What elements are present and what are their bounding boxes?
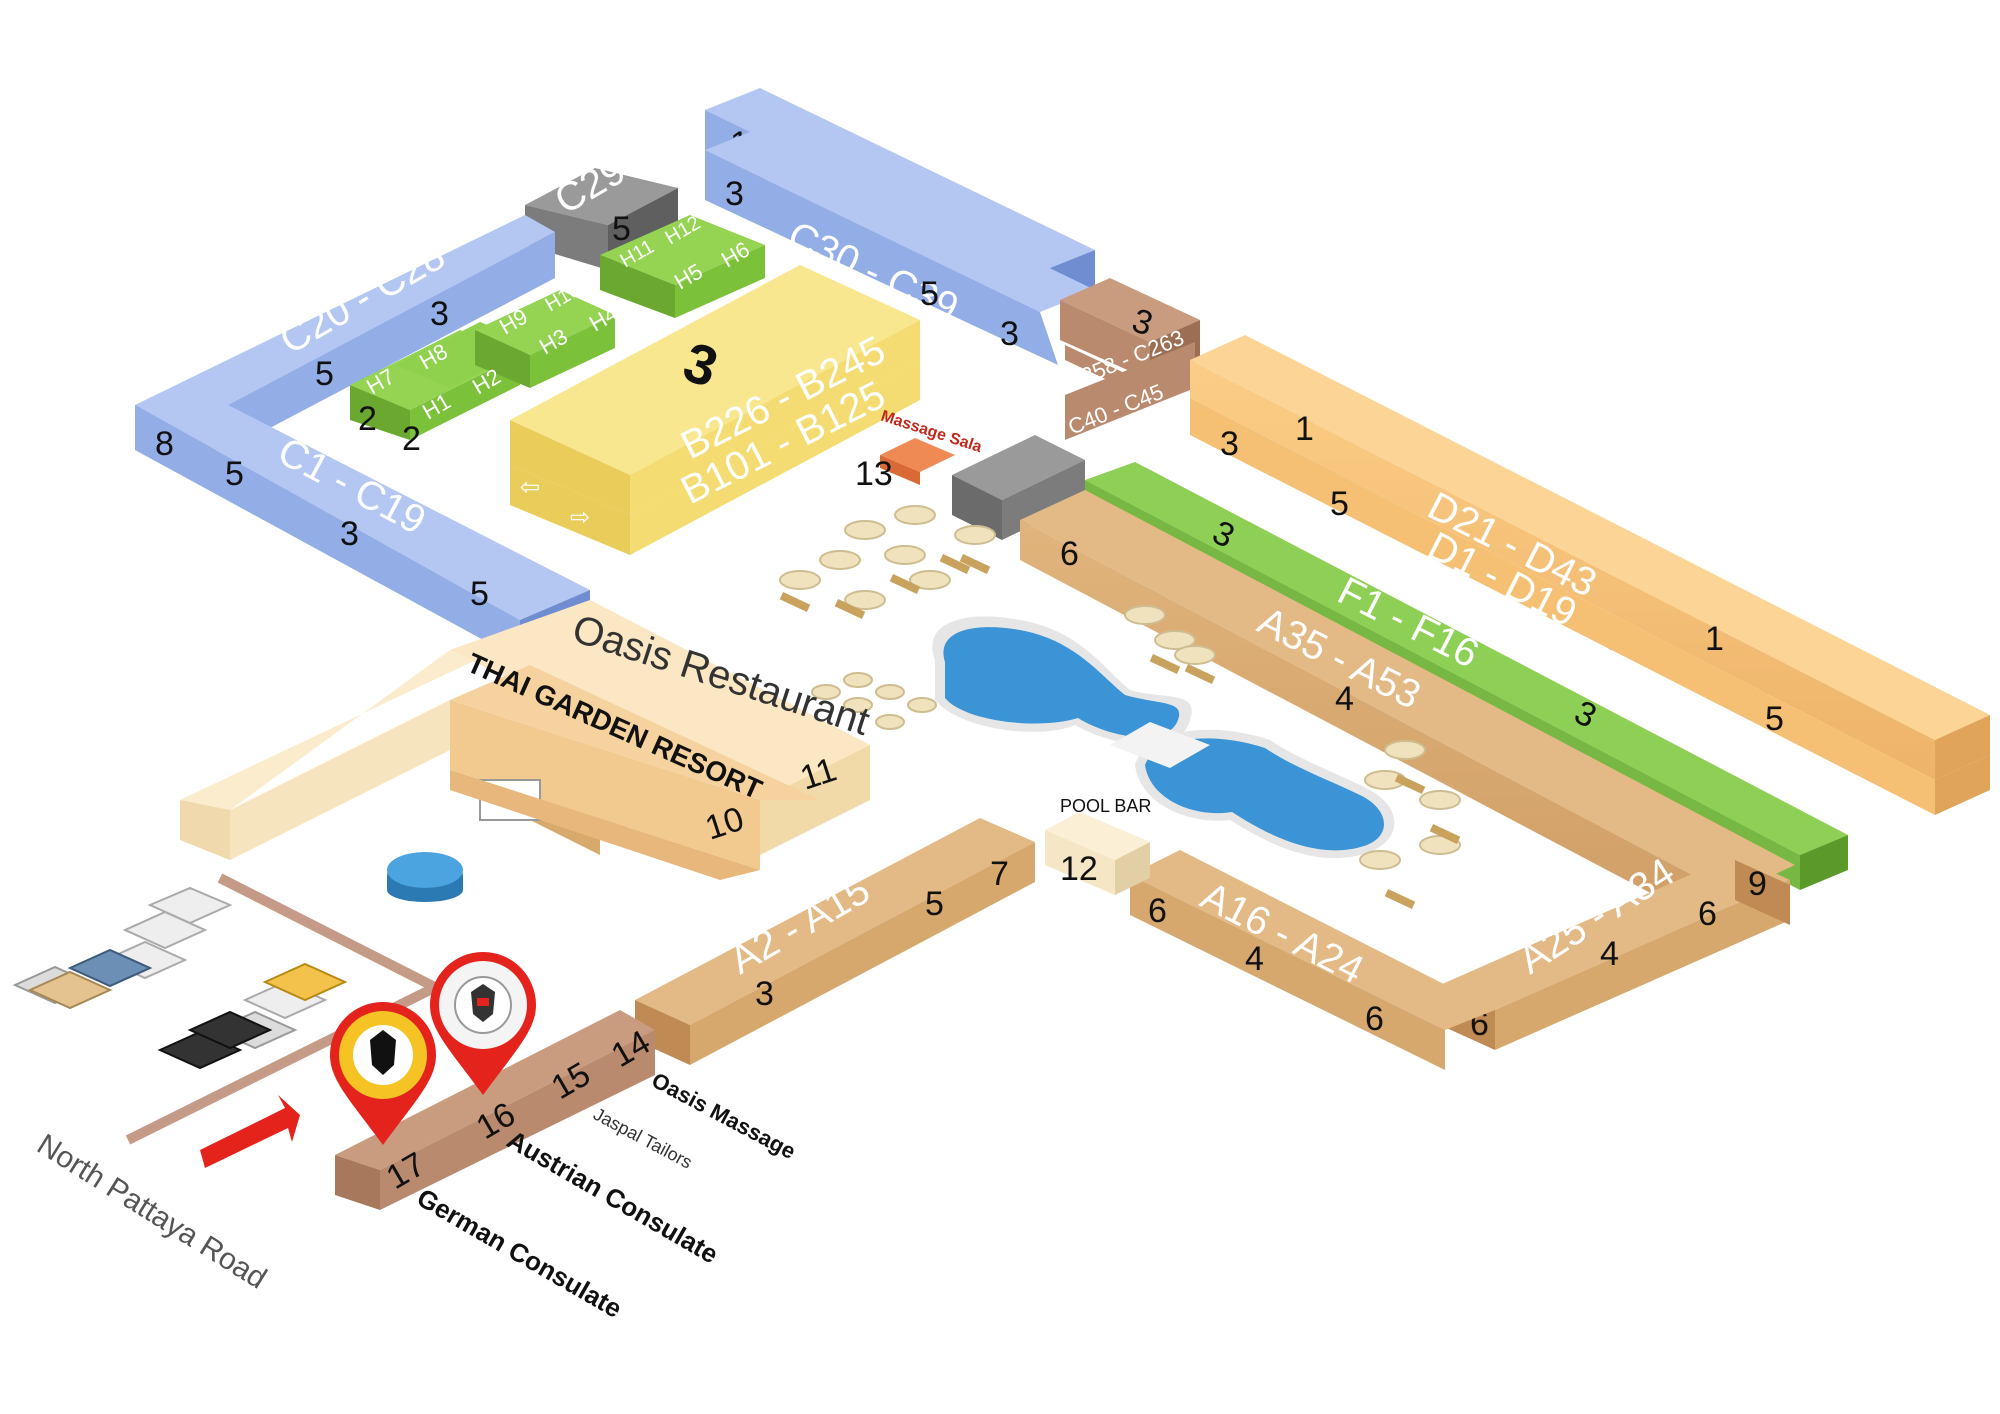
- floor-count: 5: [225, 455, 244, 493]
- building-a25-a34: A25 - A34 6 6 4 9: [1440, 850, 1790, 1050]
- floor-count: 5: [612, 210, 631, 248]
- floor-count: 6: [1060, 535, 1079, 573]
- floor-count: 4: [1335, 680, 1354, 718]
- floor-count: 3: [340, 515, 359, 553]
- austrian-consulate-marker[interactable]: [430, 952, 536, 1095]
- facility-number: 13: [855, 455, 893, 493]
- floor-count: 6: [1365, 1000, 1384, 1038]
- arrow-right-icon: ⇨: [570, 504, 590, 531]
- entrance-arrow-icon: [200, 1095, 300, 1168]
- floor-count: 5: [315, 355, 334, 393]
- building-c30-c39: C30 - C39 3 5 3: [705, 128, 1095, 365]
- pool-bar: POOL BAR 12: [1045, 796, 1151, 895]
- building-c1-c19: C1 - C19 8 5 3 5: [135, 405, 590, 660]
- floor-count: 5: [920, 275, 939, 313]
- floor-count: 4: [1600, 935, 1619, 973]
- facility-number: 12: [1060, 850, 1098, 888]
- umbrellas: [779, 505, 1461, 909]
- parking-lot: [12, 886, 348, 1070]
- building-a16-a24: A16 - A24 6 4 6: [1130, 850, 1495, 1070]
- villa-group-north: [600, 215, 765, 318]
- floor-count: 6: [1148, 892, 1167, 930]
- floor-count: 5: [1330, 485, 1349, 523]
- shop-building: 17 16 15 14: [335, 1010, 657, 1210]
- pool-bar-label: POOL BAR: [1060, 796, 1151, 816]
- floor-count: 5: [1765, 700, 1784, 738]
- floor-count: 3: [1220, 425, 1239, 463]
- floor-count: 5: [925, 885, 944, 923]
- floor-count: 3: [725, 175, 744, 213]
- floor-count: 5: [470, 575, 489, 613]
- building-a2-a15: A2 - A15 7 5 3: [635, 818, 1035, 1065]
- floor-count: 9: [1748, 865, 1767, 903]
- building-d21-d43: D21 - D43 1 3 1: [1190, 335, 1990, 780]
- floor-count: 2: [358, 400, 377, 438]
- villa-cluster: H1 H2 H3 H4 H5 H6 H7 H8 H9 H10 H11 H12 2…: [350, 212, 765, 458]
- floor-count: 1: [1295, 410, 1314, 448]
- floor-count: 8: [155, 425, 174, 463]
- road-label: North Pattaya Road: [31, 1128, 272, 1296]
- floor-count: 3: [755, 975, 774, 1013]
- villa-group-mid: [475, 290, 615, 388]
- floor-count: 1: [1705, 620, 1724, 658]
- swimming-pools: [932, 616, 1395, 859]
- floor-count: 6: [1698, 895, 1717, 933]
- jaspal-tailors-label: Jaspal Tailors: [590, 1104, 695, 1173]
- floor-count: 7: [990, 855, 1009, 893]
- arrow-left-icon: ⇦: [520, 474, 540, 501]
- floor-count: 3: [430, 295, 449, 333]
- floor-count: 2: [402, 420, 421, 458]
- floor-count: 3: [1000, 315, 1019, 353]
- floor-count: 4: [1245, 940, 1264, 978]
- jacuzzi: [387, 852, 463, 902]
- german-consulate-marker[interactable]: [330, 1002, 436, 1145]
